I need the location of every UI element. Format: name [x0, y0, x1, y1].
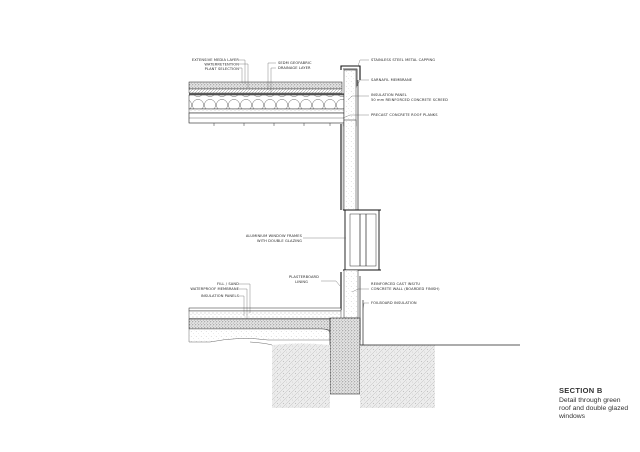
roof-insulation — [188, 94, 345, 110]
label-geosynthetic: SEDM GEOFABRIC — [278, 61, 312, 65]
ground-slab — [188, 307, 343, 343]
caption: SECTION B Detail through green roof and … — [559, 386, 631, 422]
label-waterproof: WATERPROOF MEMBRANE — [190, 287, 239, 291]
label-insulation-panels: INSULATION PANELS — [201, 294, 240, 298]
label-lining: LINING — [295, 280, 308, 284]
media-layer — [188, 81, 343, 90]
label-capping: STAINLESS STEEL METAL CAPPING — [371, 58, 435, 62]
label-concrete-wall-2: CONCRETE WALL (BOARDED FINISH) — [371, 287, 440, 291]
window-frame — [343, 209, 381, 271]
label-plasterboard: PLASTERBOARD — [289, 275, 319, 279]
label-fill: FILL / SAND — [217, 282, 239, 286]
label-media-layer: EXTENSIVE MEDIA LAYER — [192, 58, 240, 62]
annotation-labels: EXTENSIVE MEDIA LAYER WATERRETENTION PLA… — [190, 58, 448, 305]
label-screed: 50 mm REINFORCED CONCRETE SCREED — [371, 98, 448, 102]
label-concrete-wall-1: REINFORCED CAST INSITU — [371, 282, 420, 286]
drainage-layer — [188, 88, 343, 94]
caption-title: SECTION B — [559, 386, 603, 395]
label-window-frames: ALUMINIUM WINDOW FRAMES — [246, 234, 303, 238]
label-drainage: DRAINAGE LAYER — [278, 66, 311, 70]
label-planks: PRECAST CONCRETE ROOF PLANKS — [371, 113, 438, 117]
leader-lines — [239, 59, 369, 319]
label-glazing: WITH DOUBLE GLAZING — [257, 239, 302, 243]
earth — [249, 341, 520, 408]
label-sarnafil: SARNAFIL MEMBRANE — [371, 78, 413, 82]
label-plant-selection: PLANT SELECTION — [205, 67, 240, 71]
green-roof — [188, 81, 345, 126]
label-insulation-panel: INSULATION PANEL — [371, 93, 407, 97]
roof-screed — [188, 108, 345, 114]
caption-description: Detail through green roof and double gla… — [559, 397, 629, 421]
label-water-retention: WATERRETENTION — [204, 63, 239, 67]
label-foilboard: FOILBOARD INSULATION — [371, 301, 417, 305]
